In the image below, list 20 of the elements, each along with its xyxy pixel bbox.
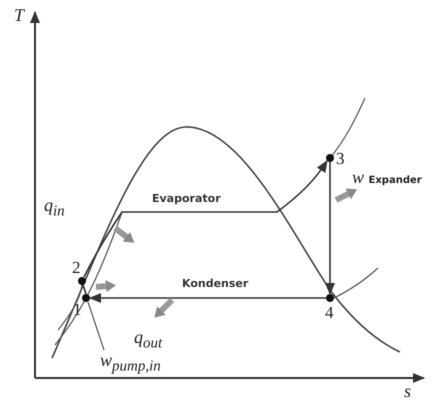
quantity-label: w Expander — [352, 168, 422, 186]
state-point-dot — [82, 294, 90, 302]
edge-label: Kondenser — [180, 277, 250, 290]
axis-label: T — [14, 6, 24, 24]
process-line — [83, 160, 328, 278]
state-point-dot — [326, 154, 334, 162]
process-line — [82, 284, 87, 294]
point-number: 4 — [325, 304, 334, 321]
axis-label: s — [404, 382, 412, 400]
leader-line — [88, 302, 104, 350]
state-point-dot — [326, 294, 334, 302]
edge-label: Evaporator — [150, 192, 223, 206]
quantity-label: q$_{in}$ — [44, 196, 65, 220]
process-line — [89, 293, 326, 303]
quantity-label: q$_{out}$ — [134, 328, 162, 352]
state-point-dot — [78, 277, 86, 285]
process-line — [325, 162, 335, 295]
point-number: 2 — [72, 259, 80, 276]
point-number: 3 — [336, 150, 344, 167]
quantity-label: w$_{pump,in}$ — [100, 351, 161, 375]
